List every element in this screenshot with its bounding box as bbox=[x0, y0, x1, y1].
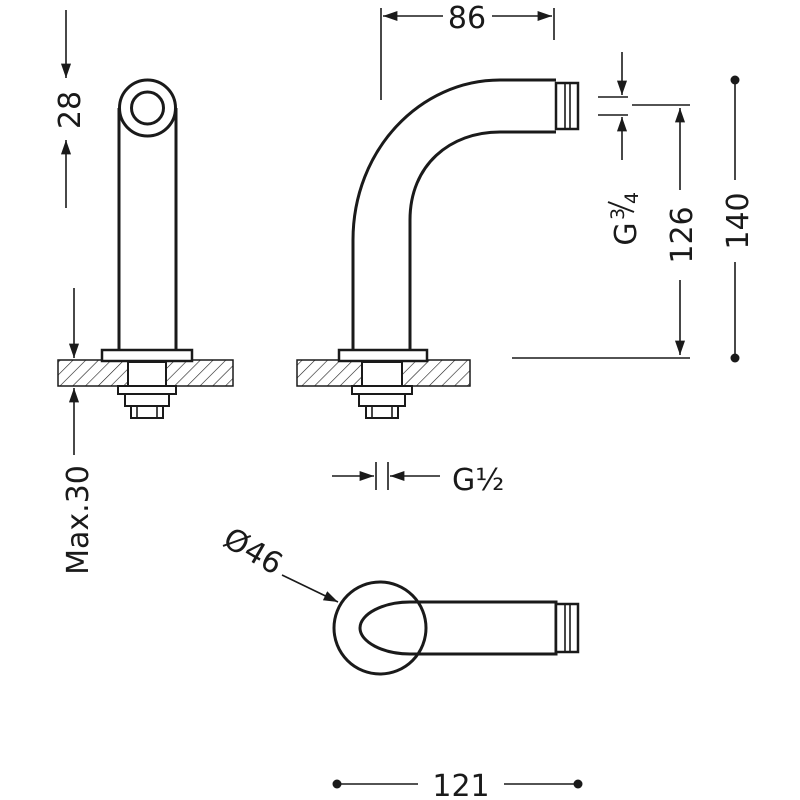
flange-side bbox=[337, 348, 429, 363]
pipe-body-front bbox=[117, 108, 178, 350]
plan-view: Ø46 121 bbox=[217, 521, 583, 800]
front-view: 28 Max.30 bbox=[53, 10, 234, 575]
dim-flange-diameter: Ø46 bbox=[217, 521, 288, 582]
inlet-thread-side bbox=[365, 405, 399, 419]
spout-plan bbox=[358, 600, 558, 656]
nut-side bbox=[361, 361, 403, 387]
lock-nut-front bbox=[124, 393, 170, 407]
outlet-end bbox=[554, 81, 580, 131]
inlet-thread-front bbox=[130, 405, 164, 419]
svg-text:4: 4 bbox=[621, 192, 643, 204]
nut-front bbox=[127, 361, 167, 387]
washer-front bbox=[117, 385, 177, 395]
dim-spout-reach: 86 bbox=[448, 1, 486, 36]
dim-inlet-thread: G½ bbox=[452, 463, 504, 498]
flange-front bbox=[100, 348, 194, 363]
dim-total-length: 121 bbox=[432, 769, 489, 800]
svg-text:3: 3 bbox=[607, 208, 629, 220]
dim-max-counter: Max.30 bbox=[61, 465, 96, 575]
side-view: 86 G 3 4 126 140 G½ bbox=[296, 1, 756, 498]
dim-pipe-height: 28 bbox=[53, 91, 88, 129]
outlet-bore-front bbox=[130, 90, 165, 126]
dim-outlet-height: 126 bbox=[665, 206, 700, 263]
spout-outer bbox=[351, 78, 556, 350]
washer-side bbox=[351, 385, 413, 395]
lock-nut-side bbox=[358, 393, 406, 407]
svg-text:G: G bbox=[609, 222, 644, 245]
dim-total-height: 140 bbox=[721, 192, 756, 249]
dim-outlet-thread: G 3 4 bbox=[607, 192, 644, 246]
outlet-ring-front bbox=[118, 78, 177, 138]
spout-inner bbox=[408, 130, 556, 350]
flange-plan bbox=[332, 580, 428, 676]
outlet-plan bbox=[554, 602, 580, 654]
